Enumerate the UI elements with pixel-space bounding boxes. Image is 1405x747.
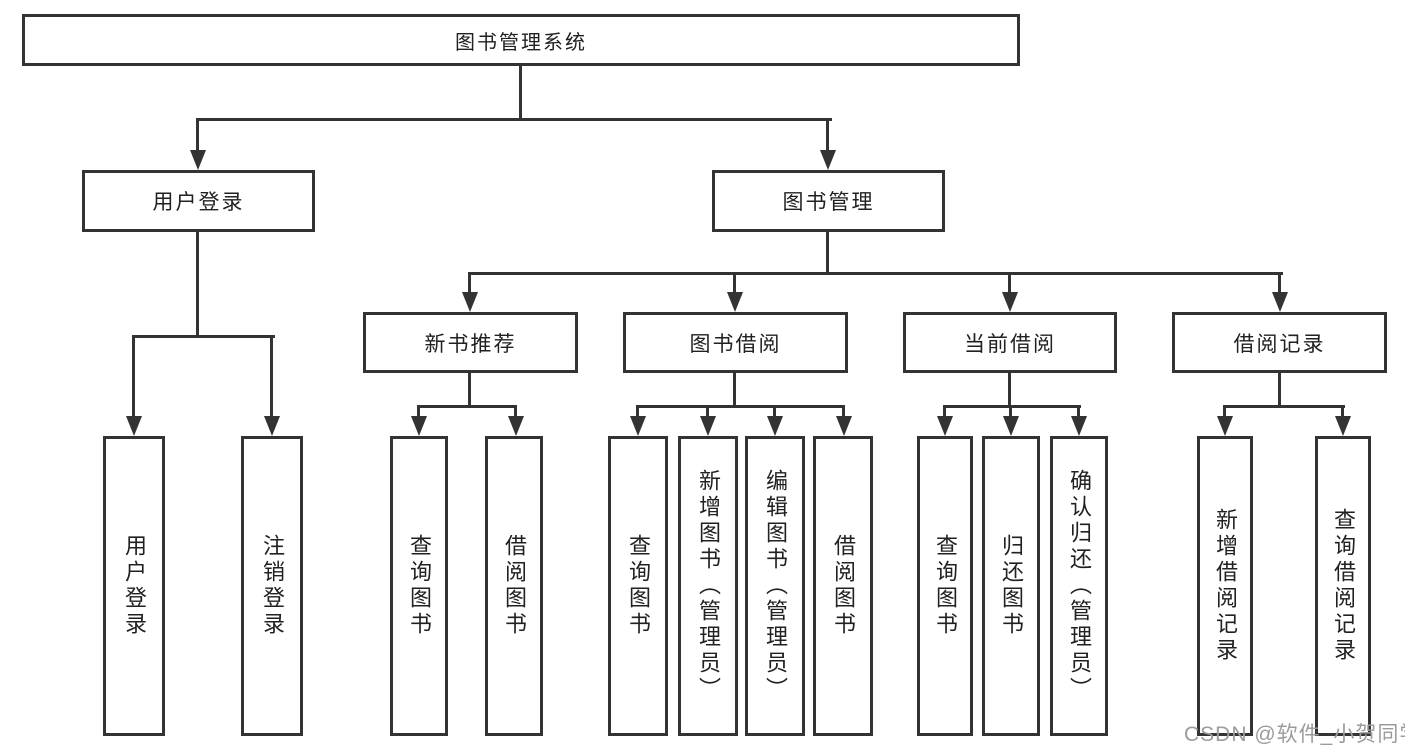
connector-line [1009, 405, 1012, 420]
connector-line [196, 230, 199, 337]
connector-line [417, 405, 420, 420]
connector-line [1077, 405, 1080, 420]
connector-line [1008, 272, 1011, 296]
arrow-down-icon [630, 416, 646, 436]
node-label: 借阅记录 [1233, 332, 1326, 356]
leaf-edit-book-admin: 编辑图书（管理员） [745, 436, 805, 736]
arrow-down-icon [836, 416, 852, 436]
leaf-borrow-books-recommend: 借阅图书 [485, 436, 543, 736]
connector-line [842, 405, 845, 420]
node-current-borrowing: 当前借阅 [903, 312, 1117, 373]
leaf-user-login: 用户登录 [103, 436, 165, 736]
connector-line [1008, 372, 1011, 407]
leaf-return-book: 归还图书 [982, 436, 1040, 736]
connector-line [773, 405, 776, 420]
leaf-borrow-books-borrowing: 借阅图书 [813, 436, 873, 736]
arrow-down-icon [1071, 416, 1087, 436]
csdn-watermark: CSDN @软件_小贺同学 [1184, 723, 1405, 746]
connector-line [519, 66, 522, 121]
arrow-down-icon [937, 416, 953, 436]
node-label: 当前借阅 [964, 332, 1056, 356]
node-label: 借阅图书 [831, 534, 856, 638]
node-new-book-recommend: 新书推荐 [363, 312, 578, 373]
arrow-down-icon [1002, 292, 1018, 312]
connector-line [196, 118, 832, 121]
leaf-query-books-current: 查询图书 [917, 436, 973, 736]
connector-line [468, 372, 471, 407]
connector-line [943, 405, 946, 420]
connector-line [1278, 272, 1281, 296]
connector-line [636, 405, 639, 420]
node-label: 图书借阅 [689, 332, 782, 356]
node-borrowing-records: 借阅记录 [1172, 312, 1387, 373]
arrow-down-icon [820, 150, 836, 170]
connector-line [733, 272, 736, 296]
connector-line [636, 405, 845, 408]
connector-line [733, 372, 736, 407]
arrow-down-icon [1272, 292, 1288, 312]
node-label: 编辑图书（管理员） [763, 469, 788, 703]
arrow-down-icon [508, 416, 524, 436]
leaf-confirm-return-admin: 确认归还（管理员） [1050, 436, 1108, 736]
arrow-down-icon [190, 150, 206, 170]
node-label: 注销登录 [260, 534, 285, 638]
node-root-library-system: 图书管理系统 [22, 14, 1020, 66]
node-user-login: 用户登录 [82, 170, 315, 232]
connector-line [468, 272, 1283, 275]
arrow-down-icon [1335, 416, 1351, 436]
arrow-down-icon [264, 416, 280, 436]
leaf-query-books-borrowing: 查询图书 [608, 436, 668, 736]
node-label: 图书管理系统 [455, 31, 587, 54]
arrow-down-icon [700, 416, 716, 436]
node-label: 新增图书（管理员） [696, 469, 721, 703]
node-label: 查询图书 [933, 534, 958, 638]
connector-line [270, 335, 273, 420]
connector-line [1223, 405, 1345, 408]
leaf-add-book-admin: 新增图书（管理员） [678, 436, 738, 736]
connector-line [1341, 405, 1344, 420]
connector-line [514, 405, 517, 420]
node-label: 用户登录 [122, 534, 147, 638]
node-book-borrowing: 图书借阅 [623, 312, 848, 373]
connector-line [706, 405, 709, 420]
arrow-down-icon [411, 416, 427, 436]
leaf-query-books-recommend: 查询图书 [390, 436, 448, 736]
node-label: 查询图书 [626, 534, 651, 638]
connector-line [943, 405, 1081, 408]
node-label: 查询图书 [407, 534, 432, 638]
connector-line [1223, 405, 1226, 420]
arrow-down-icon [126, 416, 142, 436]
connector-line [826, 230, 829, 274]
arrow-down-icon [1217, 416, 1233, 436]
node-label: 查询借阅记录 [1331, 508, 1356, 664]
connector-line [132, 335, 275, 338]
arrow-down-icon [727, 292, 743, 312]
connector-line [196, 118, 199, 152]
leaf-logout: 注销登录 [241, 436, 303, 736]
node-label: 确认归还（管理员） [1067, 469, 1092, 703]
node-book-management: 图书管理 [712, 170, 945, 232]
connector-line [826, 118, 829, 152]
node-label: 新书推荐 [424, 332, 517, 356]
connector-line [417, 405, 517, 408]
leaf-add-borrow-record: 新增借阅记录 [1197, 436, 1253, 736]
node-label: 用户登录 [152, 191, 245, 214]
leaf-query-borrow-record: 查询借阅记录 [1315, 436, 1371, 736]
arrow-down-icon [767, 416, 783, 436]
node-label: 借阅图书 [502, 534, 527, 638]
connector-line [1278, 372, 1281, 407]
node-label: 图书管理 [782, 191, 875, 214]
node-label: 归还图书 [999, 534, 1024, 638]
connector-line [468, 272, 471, 296]
arrow-down-icon [1003, 416, 1019, 436]
arrow-down-icon [462, 292, 478, 312]
connector-line [132, 335, 135, 420]
node-label: 新增借阅记录 [1213, 508, 1238, 664]
